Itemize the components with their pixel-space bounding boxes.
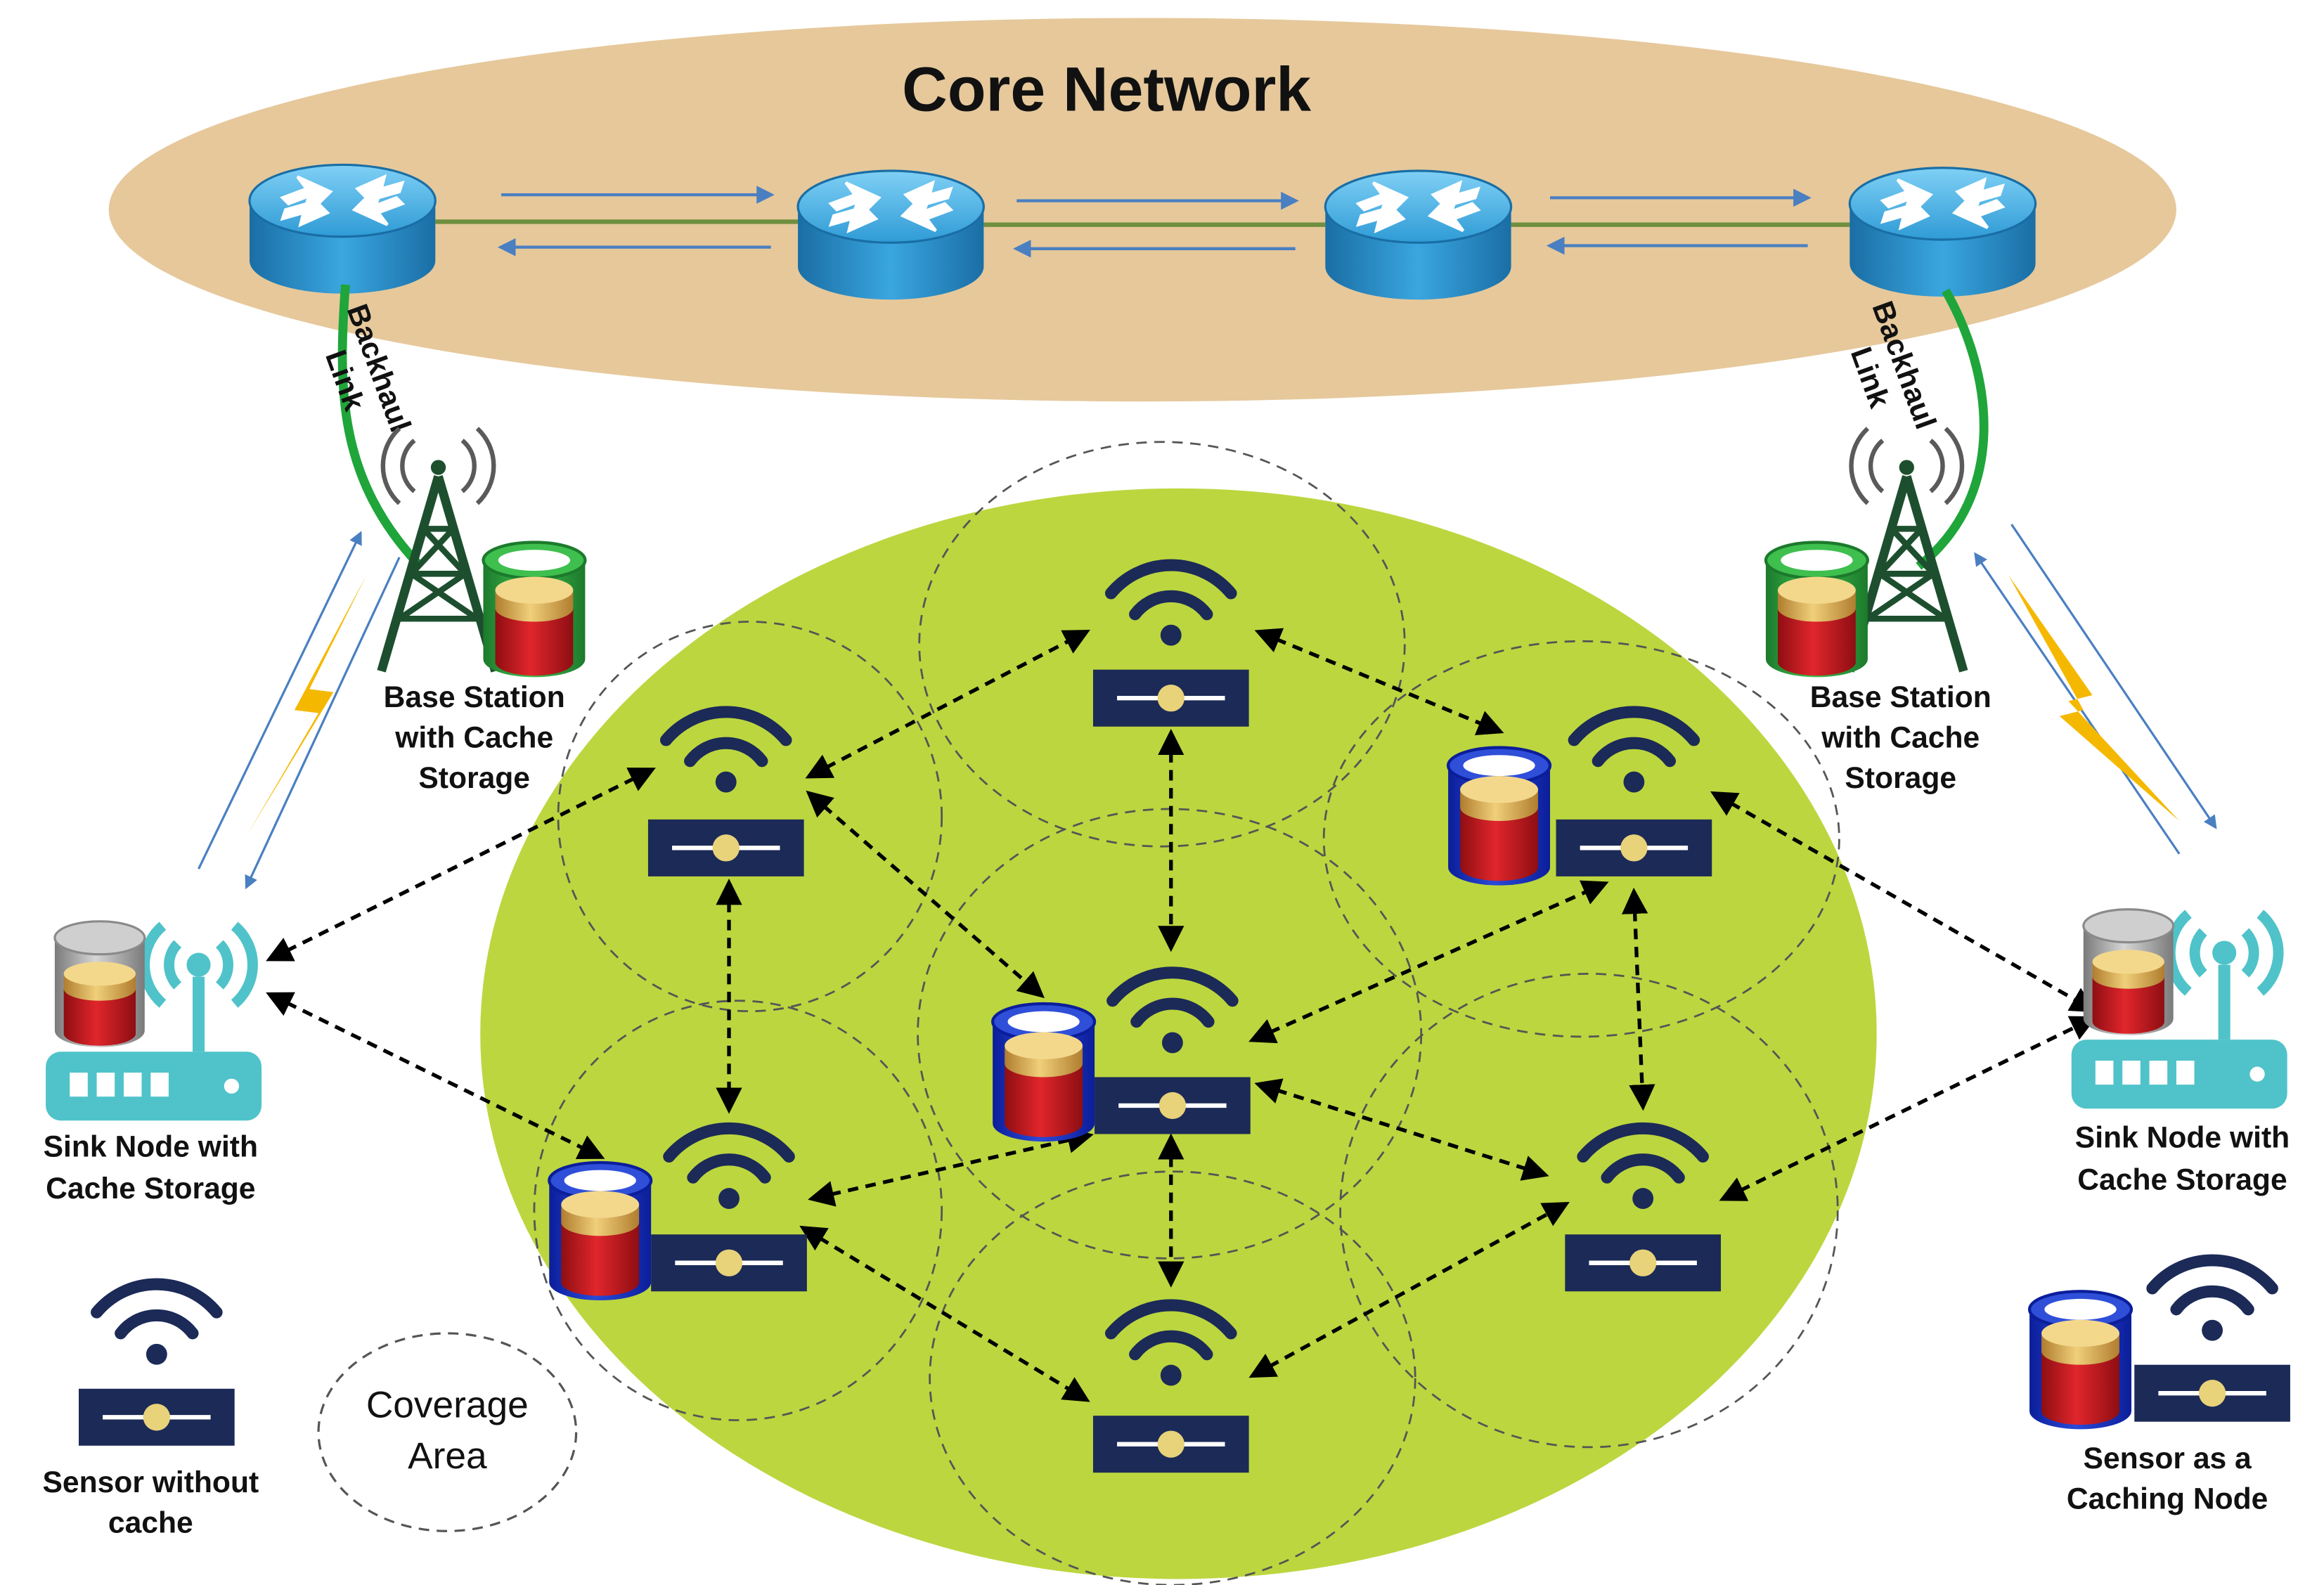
wifi-icon xyxy=(97,1284,217,1365)
wireless-link-left xyxy=(198,531,401,890)
sensor-icon xyxy=(79,1389,235,1446)
sensor-icon xyxy=(648,820,804,876)
svg-text:Cache Storage: Cache Storage xyxy=(2077,1163,2287,1196)
sensor-icon xyxy=(2134,1365,2290,1422)
cache-storage-icon xyxy=(2082,908,2175,1037)
tower-icon xyxy=(382,429,496,671)
core-links xyxy=(435,186,1850,258)
svg-text:Area: Area xyxy=(408,1435,487,1477)
sensor-icon xyxy=(1565,1234,1721,1291)
base-station-label-right: Base Station with Cache Storage xyxy=(1810,680,1991,795)
legend-sensor-without-cache: Sensor without cache xyxy=(42,1284,259,1539)
sensor-icon xyxy=(1095,1077,1251,1134)
sensor-icon xyxy=(1093,1416,1249,1473)
cache-storage-icon xyxy=(2029,1291,2131,1429)
router-icon xyxy=(1849,168,2035,297)
cache-storage-icon xyxy=(1766,543,1868,678)
sensor-icon xyxy=(651,1234,807,1291)
wireless-link-right xyxy=(1974,524,2217,855)
sensor-icon xyxy=(1093,670,1249,727)
cache-storage-icon xyxy=(483,543,585,678)
sink-node-label-right: Sink Node with Cache Storage xyxy=(2075,1121,2290,1197)
base-station-label-left: Base Station with Cache Storage xyxy=(384,680,565,795)
legend-sensor-caching-node: Sensor as a Caching Node xyxy=(2029,1260,2290,1515)
core-network-area xyxy=(108,18,2176,402)
sink-node-label-left: Sink Node with Cache Storage xyxy=(44,1130,258,1205)
base-station-left xyxy=(382,429,586,678)
svg-text:Sink Node with: Sink Node with xyxy=(2075,1121,2290,1155)
svg-text:Sensor without: Sensor without xyxy=(42,1466,259,1499)
router-icon xyxy=(1325,171,1511,299)
svg-text:with Cache: with Cache xyxy=(1821,721,1980,755)
lightning-icon xyxy=(2008,575,2180,821)
backhaul-link-left xyxy=(337,284,424,570)
legend-coverage-area: Coverage Area xyxy=(317,1332,578,1532)
svg-text:Base Station: Base Station xyxy=(384,680,565,714)
cache-storage-icon xyxy=(1448,748,1550,886)
cache-storage-icon xyxy=(53,920,146,1049)
core-network-title: Core Network xyxy=(902,54,1311,124)
cache-storage-icon xyxy=(993,1004,1095,1141)
sensor-links xyxy=(266,628,2098,1402)
svg-text:with Cache: with Cache xyxy=(394,721,553,755)
wifi-icon xyxy=(2152,1260,2273,1341)
svg-text:Sink Node with: Sink Node with xyxy=(44,1130,258,1163)
lightning-icon xyxy=(246,575,367,836)
backhaul-link-right xyxy=(1916,288,1989,570)
sensor-icon xyxy=(1556,820,1712,876)
svg-text:Storage: Storage xyxy=(418,761,530,795)
svg-text:Sensor as a: Sensor as a xyxy=(2084,1442,2252,1475)
sink-node-right xyxy=(2072,910,2287,1108)
svg-text:Base Station: Base Station xyxy=(1810,680,1991,714)
svg-text:cache: cache xyxy=(108,1506,193,1539)
sensor-field xyxy=(480,488,1877,1579)
router-icon xyxy=(798,171,983,299)
svg-text:Coverage: Coverage xyxy=(366,1384,529,1425)
cache-storage-icon xyxy=(549,1163,651,1300)
sink-node-left xyxy=(46,921,262,1120)
svg-text:Storage: Storage xyxy=(1845,761,1956,795)
router-icon xyxy=(250,164,435,293)
svg-text:Cache Storage: Cache Storage xyxy=(46,1172,255,1205)
svg-text:Caching Node: Caching Node xyxy=(2067,1482,2268,1515)
